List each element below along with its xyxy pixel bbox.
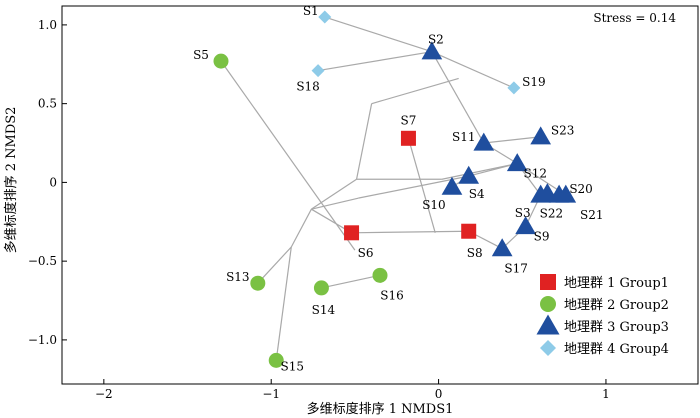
point-label: S11 xyxy=(452,130,476,144)
legend-marker xyxy=(536,314,560,335)
tree-branch xyxy=(351,230,469,234)
point-label: S16 xyxy=(380,288,404,302)
legend-label: 地理群 3 Group3 xyxy=(564,320,669,335)
tree-branch xyxy=(257,246,292,284)
point-label: S7 xyxy=(401,113,417,127)
legend: 地理群 1 Group1 地理群 2 Group2 地理群 3 Group3 地理群 … xyxy=(536,274,669,357)
tree-branch xyxy=(311,178,357,210)
point-s10 xyxy=(441,176,463,195)
tree-branch xyxy=(371,77,459,105)
y-tick-label: −1.0 xyxy=(28,333,57,347)
y-axis-label: 多维标度排序 2 NMDS2 xyxy=(3,107,19,254)
point-label: S5 xyxy=(193,48,209,62)
point-s15 xyxy=(268,352,284,368)
point-s1 xyxy=(318,10,332,24)
plot-frame xyxy=(61,5,699,385)
legend-marker xyxy=(540,274,556,290)
point-label: S14 xyxy=(312,303,336,317)
point-label: S10 xyxy=(422,198,446,212)
point-s14 xyxy=(313,280,329,296)
point-s11 xyxy=(473,132,495,151)
legend-marker xyxy=(540,340,556,356)
cluster-tree xyxy=(220,16,567,361)
tree-branch xyxy=(431,51,485,144)
tree-branch xyxy=(321,274,381,289)
point-label: S9 xyxy=(534,230,550,244)
point-label: S13 xyxy=(226,270,250,284)
point-label: S18 xyxy=(296,80,320,94)
legend-marker xyxy=(540,296,556,312)
tree-branch xyxy=(311,197,359,210)
y-tick-label: 0 xyxy=(49,175,57,189)
stress-annotation: Stress = 0.14 xyxy=(593,11,676,25)
point-s6 xyxy=(344,225,360,241)
y-tick-label: −0.5 xyxy=(28,254,57,268)
point-s9 xyxy=(515,216,536,235)
point-label: S4 xyxy=(469,187,485,201)
y-axis-ticks: −1.0 −0.5 0 0.5 1.0 xyxy=(28,18,67,347)
tree-branch xyxy=(317,51,432,72)
point-label: S8 xyxy=(467,246,483,260)
point-s5 xyxy=(213,53,229,69)
tree-branch xyxy=(441,162,518,180)
point-s19 xyxy=(507,81,521,95)
point-s13 xyxy=(250,275,266,291)
tree-branch xyxy=(483,136,541,144)
y-tick-label: 1.0 xyxy=(38,18,57,32)
tree-branch xyxy=(324,16,433,53)
x-axis-label: 多维标度排序 1 NMDS1 xyxy=(307,401,454,417)
y-tick-label: 0.5 xyxy=(38,97,57,111)
tree-branch xyxy=(355,103,373,180)
x-tick-label: −2 xyxy=(95,387,113,401)
legend-label: 地理群 2 Group2 xyxy=(564,298,669,313)
point-label: S21 xyxy=(580,208,604,222)
point-label: S3 xyxy=(515,206,531,220)
legend-label: 地理群 1 Group1 xyxy=(564,276,669,291)
point-s2 xyxy=(421,41,443,60)
data-points xyxy=(213,10,577,368)
tree-branch xyxy=(275,246,292,361)
point-s4 xyxy=(458,165,480,184)
legend-label: 地理群 4 Group4 xyxy=(564,342,669,357)
point-label: S19 xyxy=(522,75,546,89)
point-label: S15 xyxy=(280,359,304,373)
point-s7 xyxy=(400,130,416,146)
point-s23 xyxy=(530,126,552,145)
point-label: S6 xyxy=(358,246,374,260)
x-tick-label: 0 xyxy=(435,387,443,401)
point-label: S1 xyxy=(303,4,319,18)
point-label: S2 xyxy=(428,33,444,47)
point-label: S17 xyxy=(504,262,528,276)
x-axis-ticks: −2 −1 0 1 xyxy=(95,379,610,401)
point-label: S22 xyxy=(540,206,564,220)
point-s16 xyxy=(372,267,388,283)
point-s18 xyxy=(311,64,325,78)
point-s8 xyxy=(461,223,477,239)
point-label: S20 xyxy=(569,182,593,196)
point-s21 xyxy=(555,184,577,203)
point-s12 xyxy=(506,153,528,172)
x-tick-label: −1 xyxy=(262,387,280,401)
point-s17 xyxy=(491,238,513,257)
tree-branch xyxy=(431,51,515,89)
point-label: S12 xyxy=(523,167,547,181)
tree-branch xyxy=(290,208,312,248)
x-tick-label: 1 xyxy=(602,387,610,401)
point-label: S23 xyxy=(551,124,575,138)
tree-branch xyxy=(220,60,356,251)
